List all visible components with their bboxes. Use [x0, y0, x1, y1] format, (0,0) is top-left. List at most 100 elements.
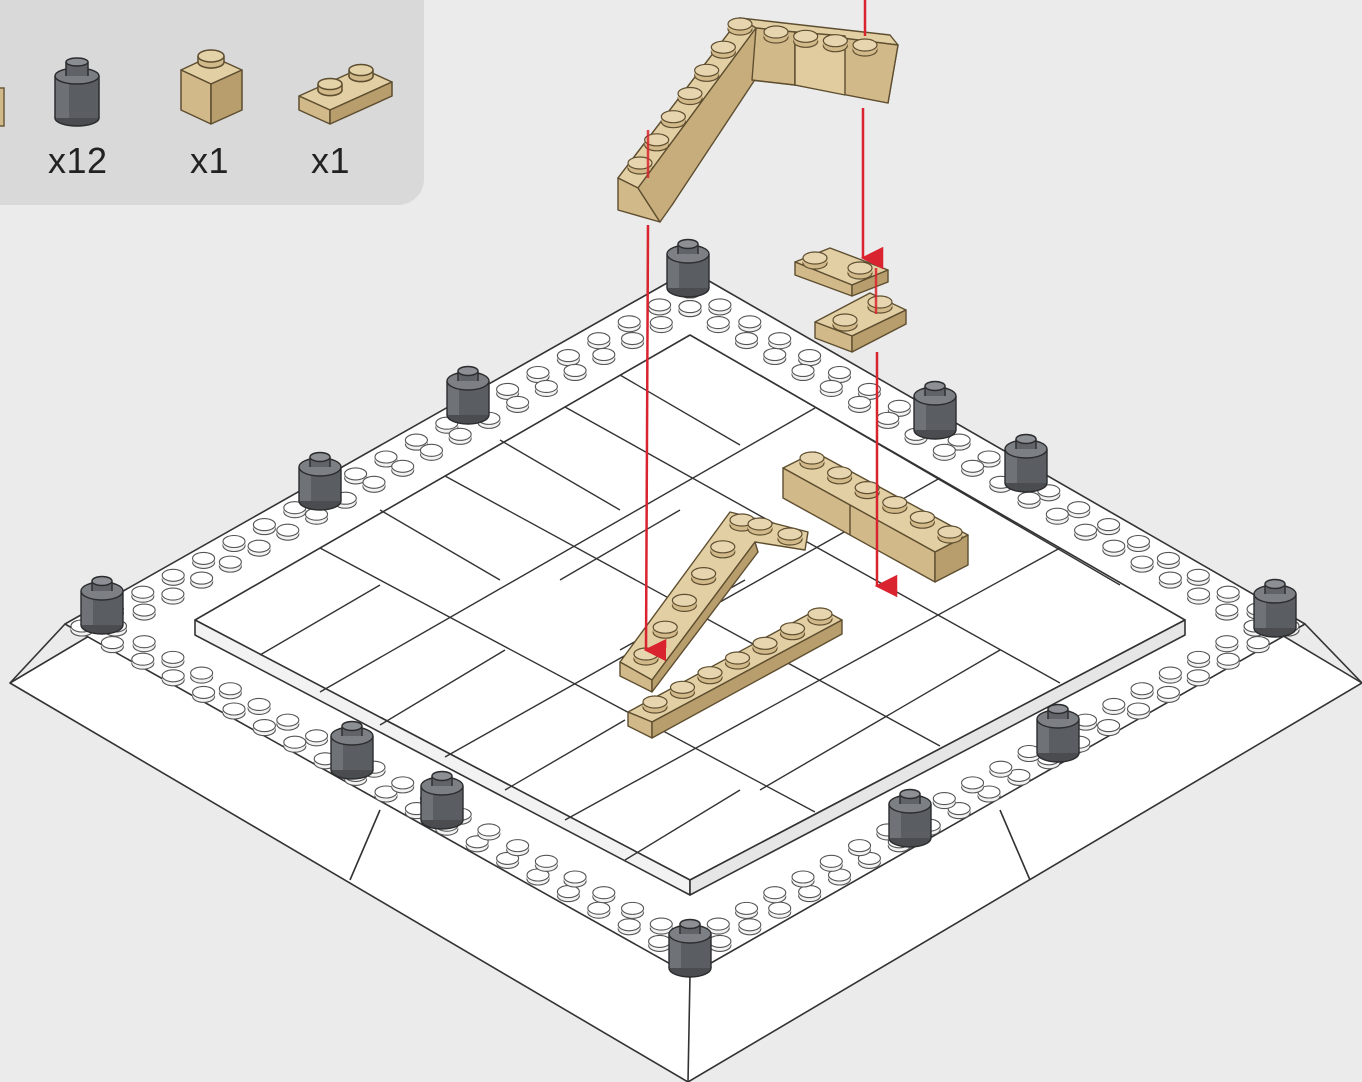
- stud: [507, 840, 529, 856]
- stud: [933, 444, 955, 460]
- stud: [1159, 572, 1181, 588]
- stud: [392, 460, 414, 476]
- stud: [219, 683, 241, 699]
- stud: [792, 871, 814, 887]
- stud: [191, 572, 213, 588]
- stud: [649, 299, 671, 315]
- stud: [849, 396, 871, 412]
- tan-stud: [794, 30, 818, 47]
- stud: [219, 556, 241, 572]
- stud: [248, 698, 270, 714]
- round-brick-dark-gray: [1254, 580, 1296, 638]
- stud: [420, 444, 442, 460]
- stud: [593, 887, 615, 903]
- stud: [277, 524, 299, 540]
- stud: [306, 508, 328, 524]
- stud: [1046, 508, 1068, 524]
- stud: [764, 349, 786, 365]
- tan-stud: [726, 652, 750, 669]
- round-brick-dark-gray: [299, 453, 341, 511]
- round-brick-1x1-dark-gray-icon: [55, 58, 99, 126]
- stud: [588, 333, 610, 349]
- stud: [277, 714, 299, 730]
- stud: [1103, 540, 1125, 556]
- stud: [1068, 502, 1090, 518]
- tan-stud: [748, 518, 772, 535]
- stud: [133, 604, 155, 620]
- stud: [707, 317, 729, 333]
- stud: [449, 428, 471, 444]
- stud: [1188, 588, 1210, 604]
- stud: [162, 569, 184, 585]
- round-brick-dark-gray: [331, 722, 373, 780]
- stud: [593, 349, 615, 365]
- tan-stud: [695, 64, 719, 81]
- stud: [1131, 683, 1153, 699]
- stud: [1131, 556, 1153, 572]
- stud: [535, 380, 557, 396]
- stud: [1216, 636, 1238, 652]
- stud: [1216, 604, 1238, 620]
- tan-stud: [808, 608, 832, 625]
- stud: [962, 777, 984, 793]
- stud: [1217, 586, 1239, 602]
- stud: [223, 703, 245, 719]
- stud: [133, 636, 155, 652]
- tan-stud: [855, 482, 879, 499]
- stud: [820, 380, 842, 396]
- stud: [679, 301, 701, 317]
- stud: [1128, 703, 1150, 719]
- stud: [223, 536, 245, 552]
- stud: [363, 476, 385, 492]
- stud: [478, 824, 500, 840]
- stud: [709, 935, 731, 951]
- stud: [618, 316, 640, 332]
- stud: [622, 333, 644, 349]
- tan-stud: [883, 496, 907, 513]
- stud: [564, 871, 586, 887]
- tan-stud: [823, 35, 847, 52]
- round-brick-dark-gray: [1037, 705, 1079, 763]
- stud: [849, 840, 871, 856]
- tan-stud: [634, 648, 658, 665]
- round-brick-dark-gray: [889, 790, 931, 848]
- stud: [877, 412, 899, 428]
- stud: [162, 588, 184, 604]
- round-brick-dark-gray: [447, 367, 489, 425]
- stud: [535, 855, 557, 871]
- stud: [191, 667, 213, 683]
- stud: [1098, 519, 1120, 535]
- tan-stud: [938, 526, 962, 543]
- stud: [739, 316, 761, 332]
- stud: [736, 333, 758, 349]
- tan-stud: [653, 621, 677, 638]
- tan-stud: [711, 541, 735, 558]
- stud: [1018, 492, 1040, 508]
- stud: [193, 552, 215, 568]
- stud: [193, 686, 215, 702]
- tan-stud: [868, 296, 892, 313]
- tan-stud: [728, 18, 752, 35]
- stud: [990, 761, 1012, 777]
- tan-stud: [711, 41, 735, 58]
- tan-stud: [828, 467, 852, 484]
- round-brick-dark-gray: [1005, 435, 1047, 493]
- tan-stud: [778, 528, 802, 545]
- stud: [618, 919, 640, 935]
- stud: [132, 586, 154, 602]
- tan-stud: [661, 111, 685, 128]
- tan-stud: [848, 262, 872, 279]
- stud: [769, 902, 791, 918]
- stud: [564, 364, 586, 380]
- stud: [248, 540, 270, 556]
- stud: [1247, 637, 1269, 653]
- partial-part-icon: [0, 88, 4, 126]
- tan-stud: [698, 667, 722, 684]
- stud: [649, 935, 671, 951]
- tan-stud: [833, 314, 857, 331]
- stud: [132, 653, 154, 669]
- stud: [101, 637, 123, 653]
- stud: [1128, 536, 1150, 552]
- stud: [709, 299, 731, 315]
- stud: [253, 720, 275, 736]
